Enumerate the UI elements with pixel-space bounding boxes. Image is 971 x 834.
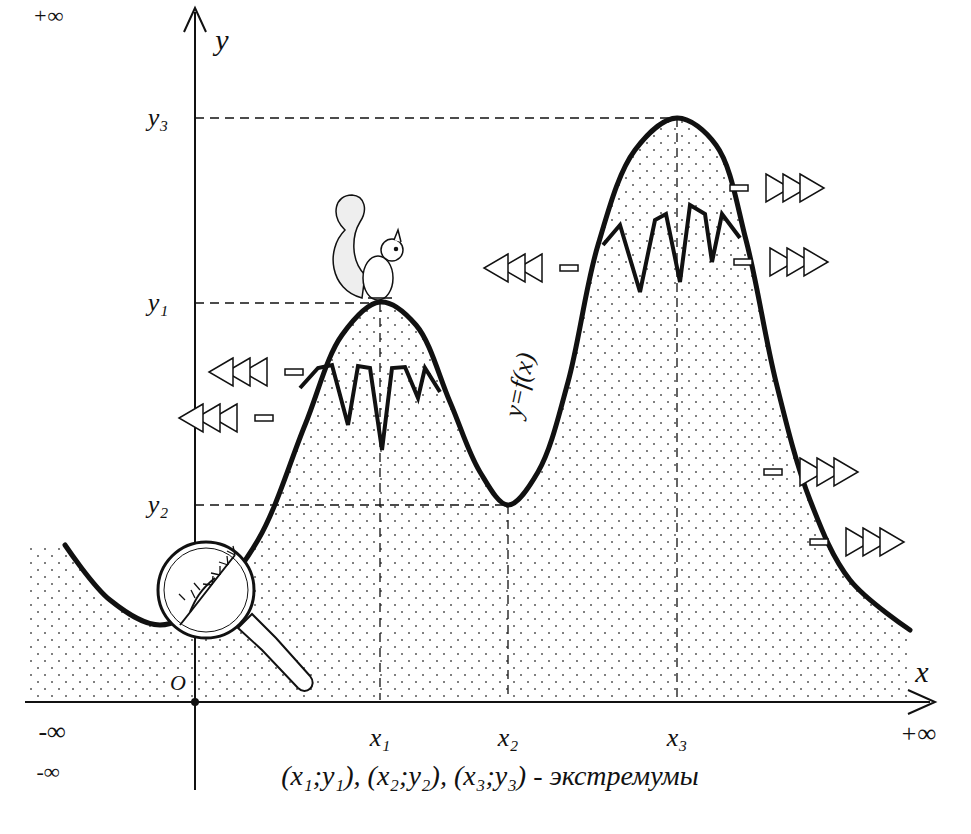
snow-cap xyxy=(603,205,740,292)
dash-line xyxy=(379,303,380,700)
squirrel xyxy=(333,195,403,300)
dash-line xyxy=(195,117,677,118)
axis-label: x₃ xyxy=(664,724,691,752)
y-axis xyxy=(194,12,196,790)
area-dots xyxy=(30,118,910,700)
tree xyxy=(179,404,273,432)
axis-label: y₁ xyxy=(145,289,172,317)
dash-line xyxy=(676,118,677,700)
axis-label: -∞ xyxy=(33,760,62,784)
axis-label: y xyxy=(212,24,231,56)
caption: (x₁;y₁), (x₂;y₂), (x₃;y₃) - экстремумы xyxy=(278,761,701,791)
tree xyxy=(764,458,858,486)
x-arrow xyxy=(908,690,935,714)
tree xyxy=(484,254,578,282)
axis-label: O xyxy=(167,671,189,695)
axis-label: y₂ xyxy=(145,491,172,519)
axis-label: x₂ xyxy=(495,724,522,752)
x-axis xyxy=(25,701,930,703)
axis-label: y=f(x) xyxy=(499,347,541,422)
axis-label: x₁ xyxy=(367,724,394,752)
axis-label: x xyxy=(912,656,931,688)
axis-label: y₃ xyxy=(145,104,172,132)
snow-cap xyxy=(300,365,440,450)
tree xyxy=(209,358,303,386)
tree xyxy=(730,174,824,202)
y-arrow xyxy=(184,8,206,32)
tree xyxy=(734,248,828,276)
dash-line xyxy=(195,302,380,303)
axis-label: +∞ xyxy=(897,720,939,748)
dash-line xyxy=(195,504,508,505)
dash-line xyxy=(507,505,508,700)
axis-label: +∞ xyxy=(30,4,67,28)
magnifier xyxy=(158,542,313,691)
origin-dot xyxy=(192,699,198,705)
axis-label: -∞ xyxy=(35,718,68,746)
tree xyxy=(810,528,904,556)
